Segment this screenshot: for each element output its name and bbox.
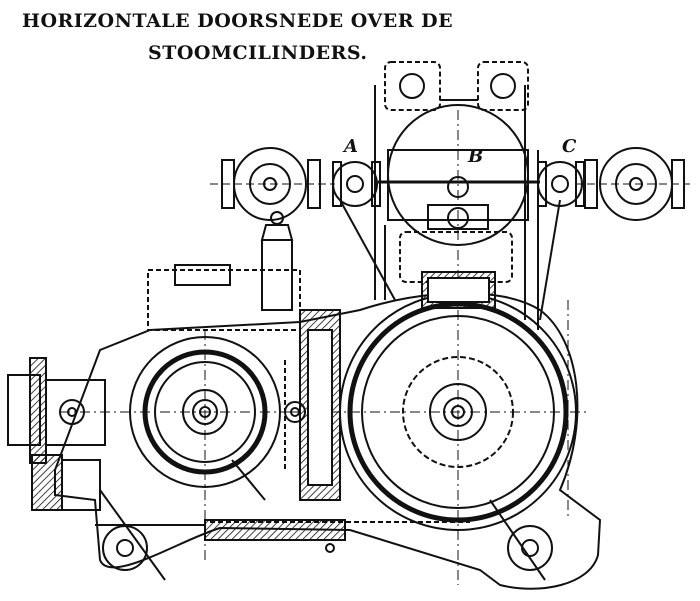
drawing-title-line-2: STOOMCILINDERS. [148,42,368,64]
small-cylinder [60,330,300,560]
lubricator [260,211,294,311]
valve-chest [284,309,341,501]
steam-chest-cover [147,264,301,331]
left-outer-disc [210,147,335,221]
drawing-title-line-1: HORIZONTALE DOORSNEDE OVER DE [22,10,454,32]
label-b: B [467,146,483,167]
right-outer-disc [575,147,690,221]
left-inner-disc [332,161,381,207]
connecting-rods [231,199,561,501]
label-a: A [342,136,358,157]
large-cylinder-passage [421,271,496,309]
lower-left-foot [31,454,166,581]
label-c: C [562,136,577,157]
base-bracket [204,519,346,553]
lower-right-foot [489,300,569,581]
upper-frame [374,61,529,150]
